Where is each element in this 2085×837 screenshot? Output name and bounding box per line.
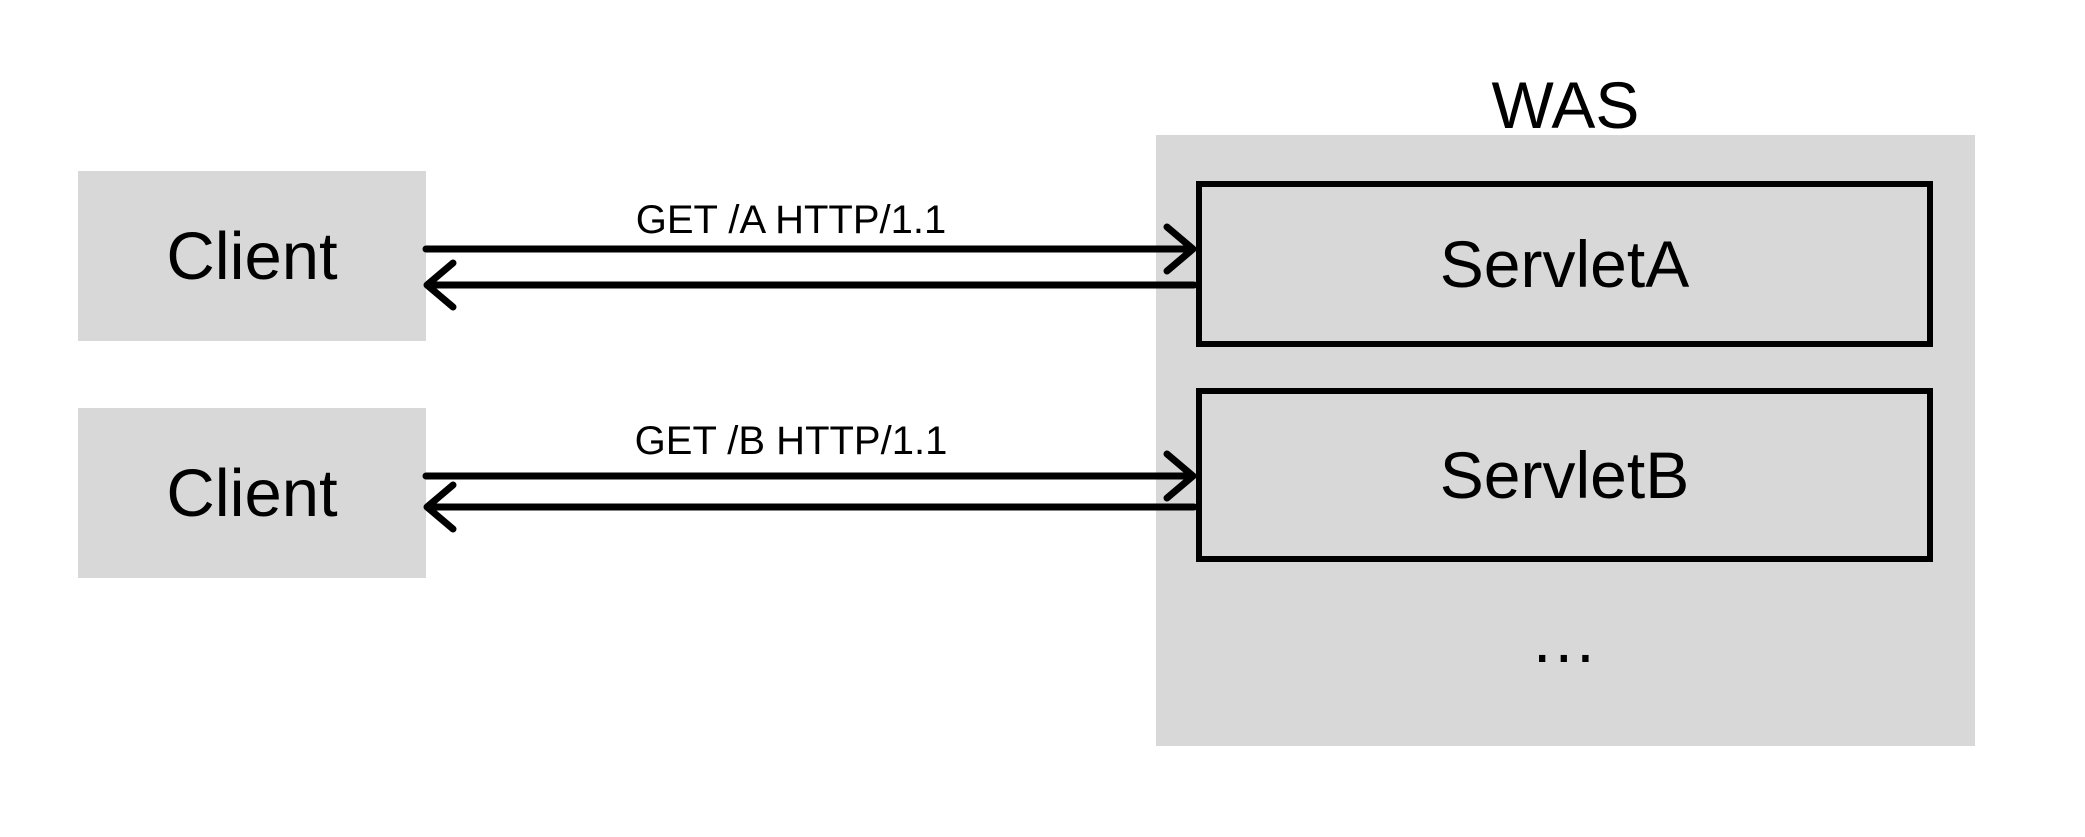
servlet-a-box: ServletA	[1196, 181, 1933, 347]
left-arrowhead-icon	[423, 259, 457, 311]
client-1-label: Client	[166, 218, 338, 294]
request-label-get-a: GET /A HTTP/1.1	[635, 198, 947, 242]
was-title: WAS	[1491, 68, 1640, 142]
request-label-get-b: GET /B HTTP/1.1	[634, 419, 948, 463]
response-arrow-servlet-b	[423, 481, 1198, 533]
client-box-2: Client	[78, 408, 426, 578]
servlet-b-label: ServletB	[1439, 438, 1690, 512]
response-arrow-servlet-a	[423, 259, 1198, 311]
client-2-label: Client	[166, 455, 338, 531]
servlet-a-label: ServletA	[1439, 227, 1690, 301]
servlet-b-box: ServletB	[1196, 388, 1933, 562]
left-arrowhead-icon	[423, 481, 457, 533]
more-servlets-ellipsis: ...	[1533, 602, 1598, 676]
client-box-1: Client	[78, 171, 426, 341]
